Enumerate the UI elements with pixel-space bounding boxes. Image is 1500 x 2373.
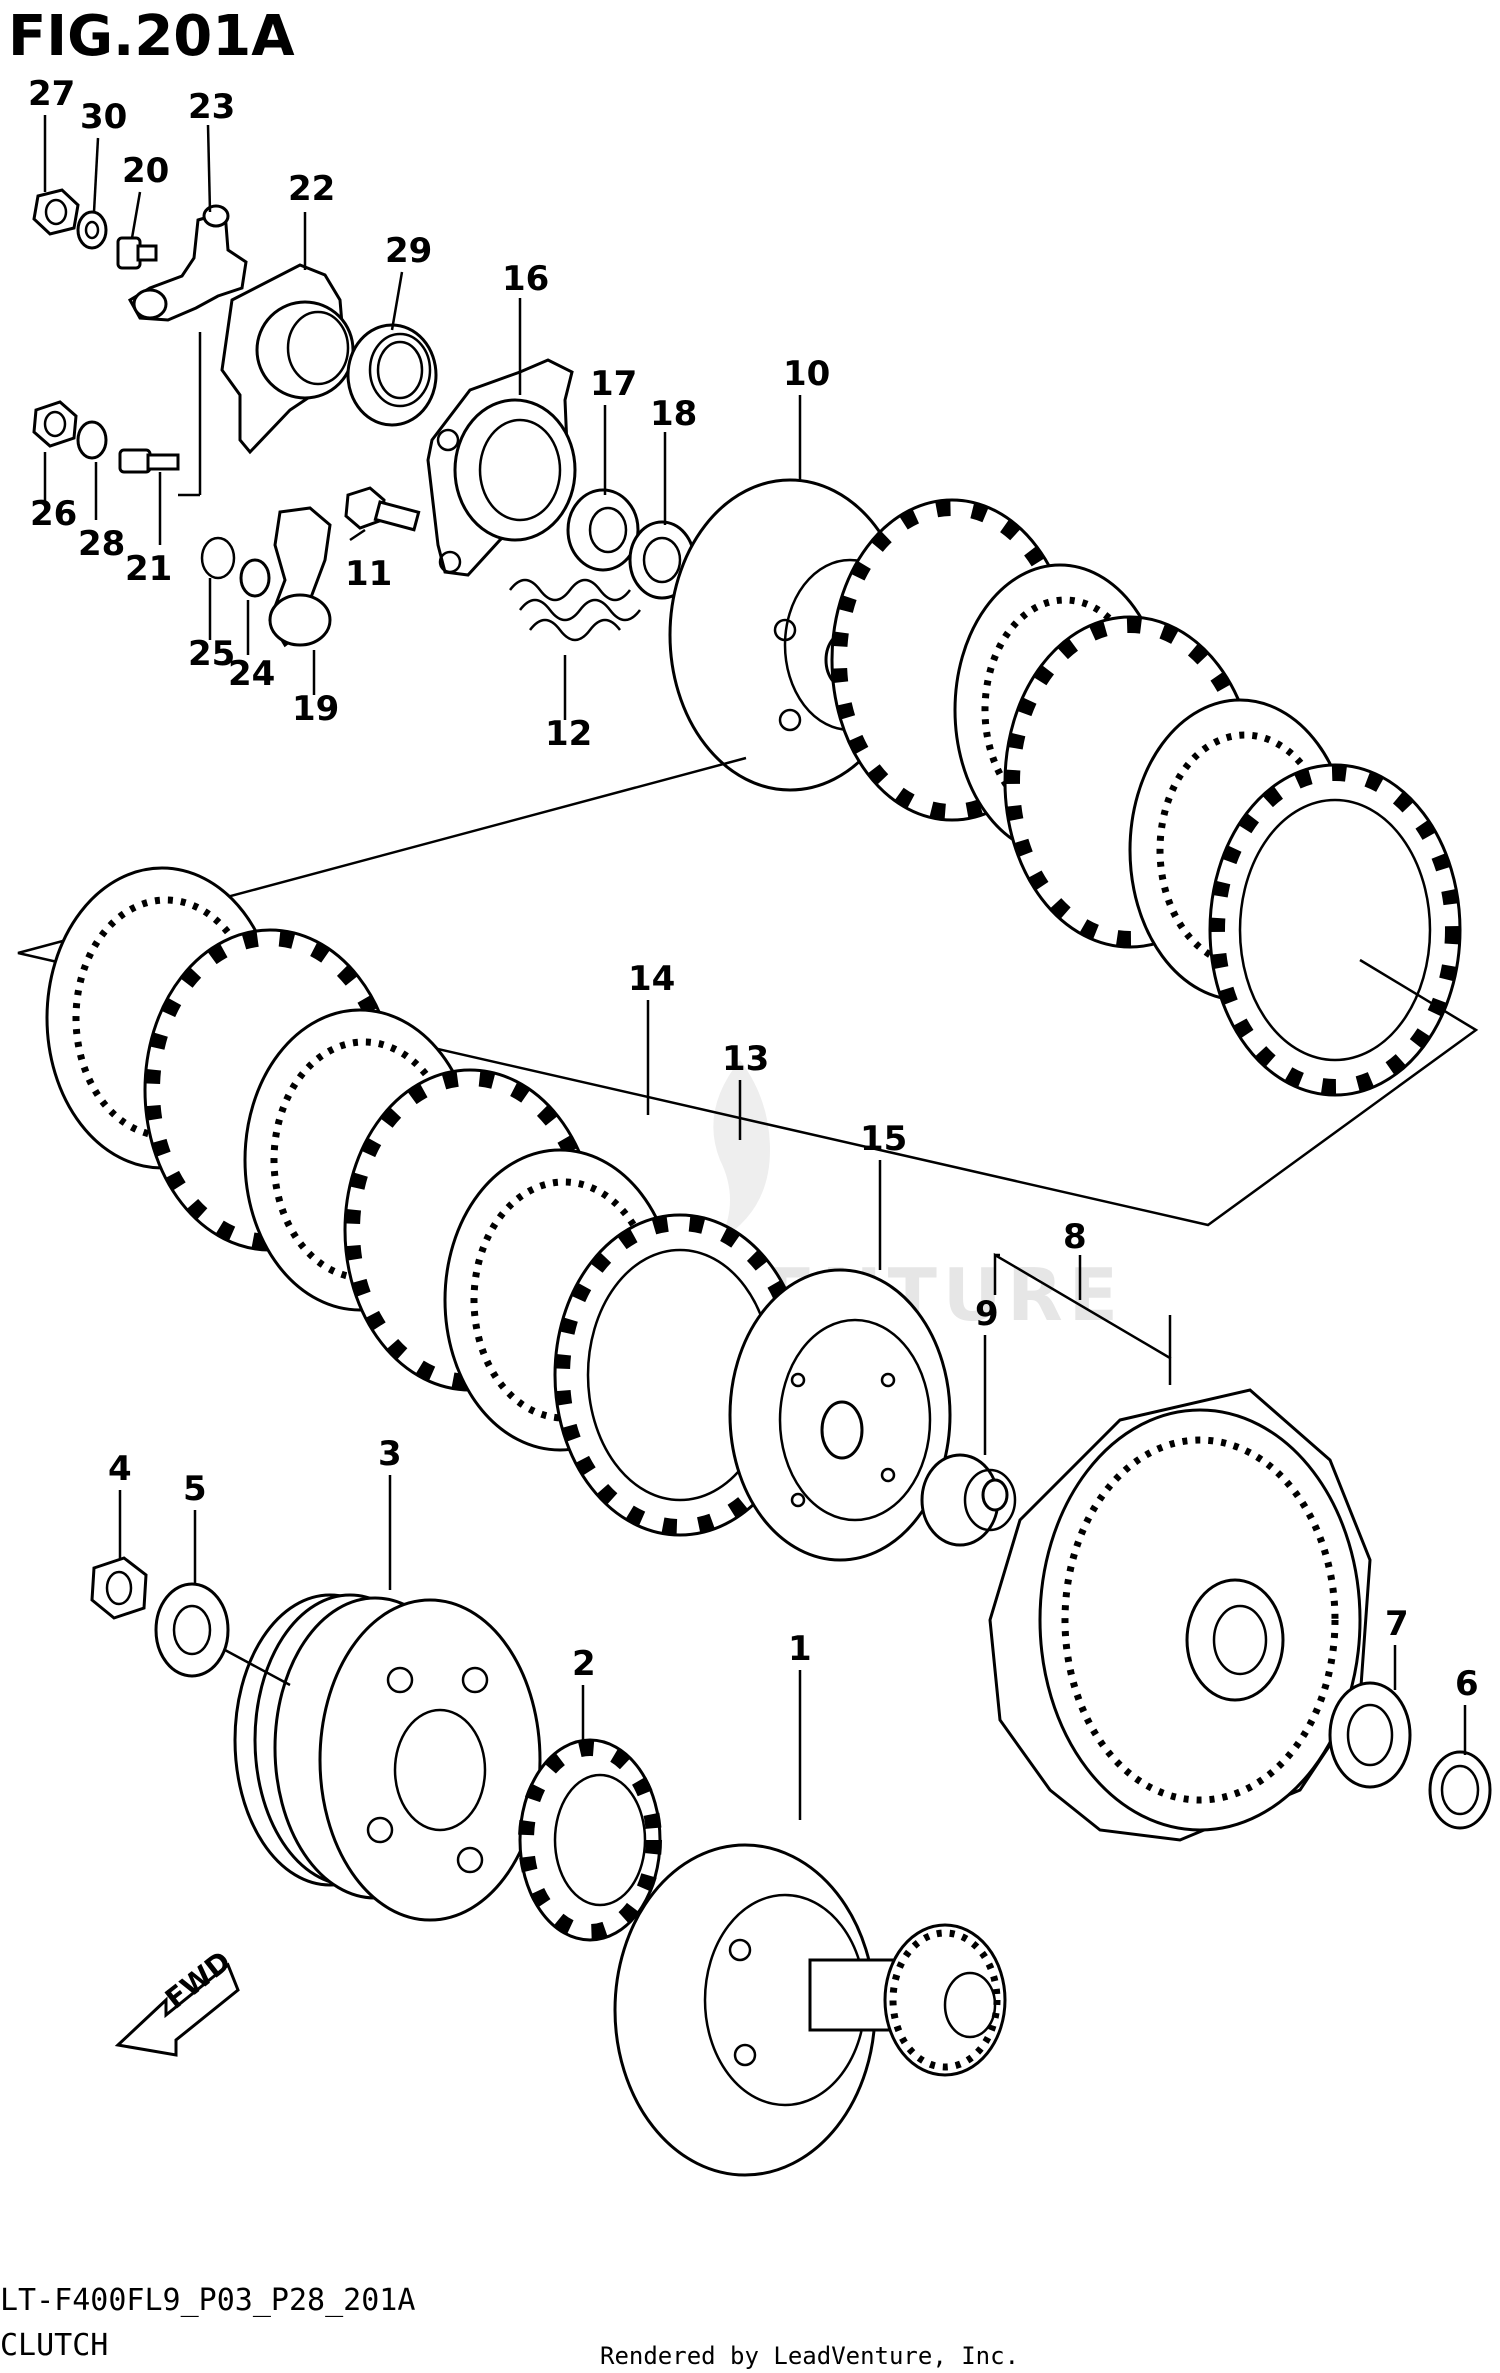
callout-16: 16 bbox=[502, 259, 549, 299]
callout-22: 22 bbox=[288, 169, 335, 209]
leader-lines bbox=[43, 115, 1467, 1820]
callout-2: 2 bbox=[572, 1644, 596, 1684]
part-17-bearing[interactable] bbox=[566, 488, 640, 572]
callout-28: 28 bbox=[78, 524, 125, 564]
callout-7: 7 bbox=[1385, 1604, 1409, 1644]
part-5-washer[interactable] bbox=[154, 1582, 230, 1678]
callout-3: 3 bbox=[378, 1434, 402, 1474]
figure-code: LT-F400FL9_P03_P28_201A bbox=[0, 2283, 415, 2318]
watermark-flame-icon bbox=[713, 1060, 770, 1240]
part-26-nut[interactable] bbox=[32, 400, 78, 448]
part-6-circlip[interactable] bbox=[1428, 1750, 1492, 1830]
callout-9: 9 bbox=[975, 1294, 999, 1334]
part-1-clutch-drum[interactable] bbox=[613, 1843, 1007, 2177]
callout-19: 19 bbox=[292, 689, 339, 729]
part-28-washer[interactable] bbox=[76, 420, 108, 460]
figure-title: FIG.201A bbox=[8, 4, 295, 69]
part-23-arm[interactable] bbox=[127, 204, 248, 322]
callout-23: 23 bbox=[188, 87, 235, 127]
callout-4: 4 bbox=[108, 1449, 132, 1489]
callout-13: 13 bbox=[722, 1039, 769, 1079]
fwd-arrow-icon: FWD bbox=[114, 1944, 240, 2057]
part-30-washer[interactable] bbox=[76, 210, 108, 250]
callout-26: 26 bbox=[30, 494, 77, 534]
part-22-housing[interactable] bbox=[220, 263, 355, 455]
part-11-bolt[interactable] bbox=[344, 486, 421, 532]
part-25-circlip[interactable] bbox=[200, 536, 236, 580]
callout-11: 11 bbox=[345, 554, 392, 594]
part-4-nut[interactable] bbox=[90, 1556, 148, 1620]
plate-pack-bracket bbox=[17, 756, 1479, 1227]
plate-pack-upper bbox=[830, 498, 1462, 1097]
part-12-spring[interactable] bbox=[509, 578, 641, 642]
callout-25: 25 bbox=[188, 634, 235, 674]
callout-30: 30 bbox=[80, 97, 127, 137]
callout-1: 1 bbox=[788, 1629, 812, 1669]
callout-6: 6 bbox=[1455, 1664, 1479, 1704]
callout-27: 27 bbox=[28, 74, 75, 114]
callout-18: 18 bbox=[650, 394, 697, 434]
callout-21: 21 bbox=[125, 549, 172, 589]
part-8-clutch-housing[interactable] bbox=[988, 1388, 1372, 1842]
callout-5: 5 bbox=[183, 1469, 207, 1509]
part-15-spring-seat-plate[interactable] bbox=[728, 1268, 952, 1562]
callout-12: 12 bbox=[545, 714, 592, 754]
callout-14: 14 bbox=[628, 959, 675, 999]
part-24-washer[interactable] bbox=[239, 558, 271, 598]
callout-10: 10 bbox=[783, 354, 830, 394]
part-2-one-way-clutch[interactable] bbox=[518, 1738, 662, 1942]
part-16-lifter-plate[interactable] bbox=[426, 358, 577, 577]
part-29-bearing[interactable] bbox=[346, 323, 438, 427]
part-27-nut[interactable] bbox=[32, 188, 80, 236]
callout-15: 15 bbox=[860, 1119, 907, 1159]
callout-24: 24 bbox=[228, 654, 275, 694]
part-19-lever[interactable] bbox=[268, 506, 332, 648]
figure-caption: CLUTCH bbox=[0, 2328, 108, 2363]
render-credit: Rendered by LeadVenture, Inc. bbox=[600, 2342, 1019, 2370]
part-21-bolt[interactable] bbox=[118, 448, 180, 474]
part-3-one-way-clutch-assembly[interactable] bbox=[233, 1593, 542, 1922]
part-9-spacer[interactable] bbox=[920, 1453, 1017, 1547]
part-7-washer[interactable] bbox=[1328, 1681, 1412, 1789]
callout-17: 17 bbox=[590, 364, 637, 404]
callout-numbers: 27 30 20 23 22 29 16 17 18 10 26 28 21 1… bbox=[28, 74, 1479, 1704]
callout-8: 8 bbox=[1063, 1217, 1087, 1257]
part-20-bolt[interactable] bbox=[116, 236, 158, 270]
callout-29: 29 bbox=[385, 231, 432, 271]
callout-20: 20 bbox=[122, 151, 169, 191]
